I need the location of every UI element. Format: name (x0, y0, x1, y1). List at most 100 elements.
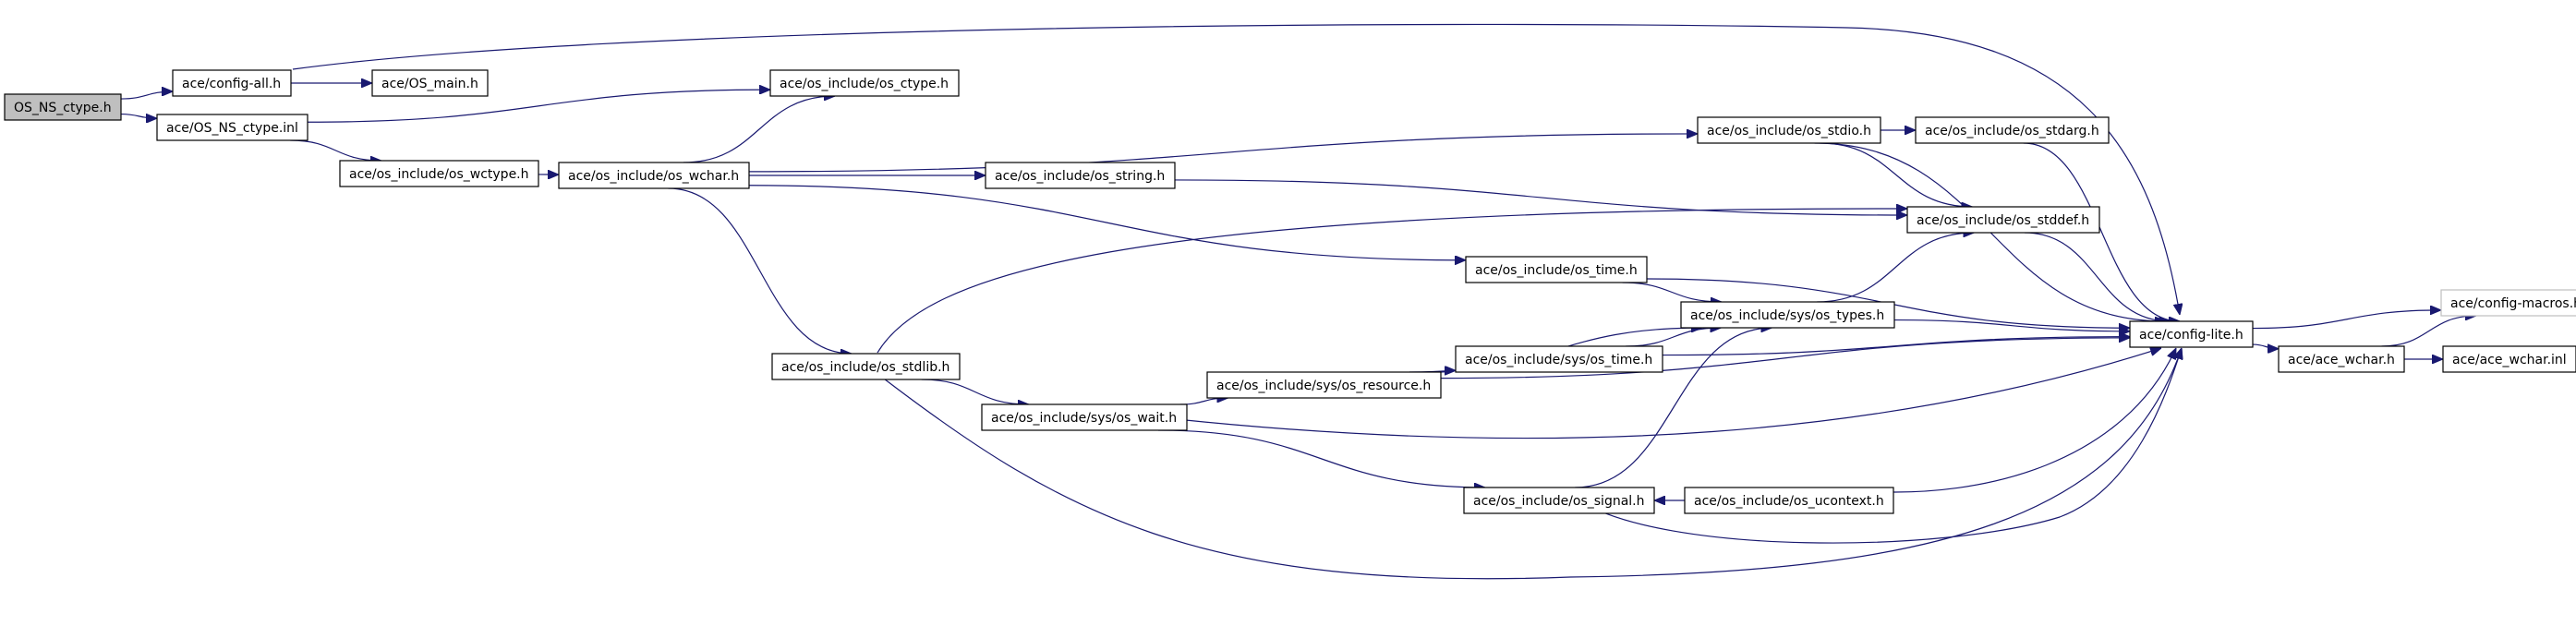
node-box (2278, 345, 2405, 373)
node-ace-os-include-sys-os-wait-h[interactable]: ace/os_include/sys/os_wait.h (981, 403, 1188, 431)
edge-n17-to-n13 (1662, 337, 2130, 356)
node-box (156, 114, 308, 141)
node-label: ace/config-macros.h (2450, 296, 2576, 311)
node-label: ace/os_include/os_stdio.h (1707, 124, 1871, 138)
node-box (1684, 487, 1894, 514)
node-label: ace/os_include/sys/os_time.h (1465, 353, 1652, 367)
edge-n7-to-n10 (1820, 142, 1972, 207)
node-ace-os-include-os-signal-h[interactable]: ace/os_include/os_signal.h (1463, 487, 1655, 514)
edge-n6-to-n7 (748, 134, 1698, 173)
node-ace-config-macros-h[interactable]: ace/config-macros.h (2440, 289, 2576, 317)
node-label: ace/ace_wchar.inl (2452, 353, 2567, 367)
node-ace-os-include-os-stdio-h[interactable]: ace/os_include/os_stdio.h (1697, 116, 1881, 144)
node-label: ace/OS_NS_ctype.inl (166, 121, 298, 136)
node-ace-os-include-sys-os-resource-h[interactable]: ace/os_include/sys/os_resource.h (1206, 371, 1442, 399)
node-ace-os-ns-ctype-inl[interactable]: ace/OS_NS_ctype.inl (156, 114, 308, 141)
node-label: ace/os_include/sys/os_wait.h (991, 411, 1177, 426)
node-label: ace/os_include/os_signal.h (1473, 494, 1645, 509)
edge-n9-to-n10 (1174, 179, 1907, 215)
edge-n20-to-n13 (1158, 348, 2161, 439)
node-ace-os-include-sys-os-types-h[interactable]: ace/os_include/sys/os_types.h (1680, 301, 1895, 329)
edge-n20-to-n21 (1157, 429, 1485, 488)
node-label: ace/os_include/os_ucontext.h (1694, 494, 1884, 509)
node-ace-os-include-os-wchar-h[interactable]: ace/os_include/os_wchar.h (558, 162, 750, 189)
node-label: ace/os_include/os_stddef.h (1917, 213, 2089, 228)
node-label: ace/os_include/sys/os_types.h (1690, 308, 1884, 323)
node-label: OS_NS_ctype.h (14, 101, 112, 115)
node-ace-os-include-os-stdlib-h[interactable]: ace/os_include/os_stdlib.h (771, 353, 961, 380)
edge-n6-to-n18 (668, 187, 852, 354)
edge-n18-to-n10 (877, 209, 1907, 354)
node-box (1463, 487, 1655, 514)
edge-n21-to-n13 (1578, 348, 2182, 544)
edge-n11-to-n12 (1622, 282, 1722, 302)
edge-n22-to-n13 (1865, 348, 2177, 493)
edge-n6-to-n3 (683, 96, 835, 163)
node-ace-os-include-os-time-h[interactable]: ace/os_include/os_time.h (1465, 256, 1648, 283)
edge-n4-to-n5 (290, 139, 381, 161)
node-box (2442, 345, 2576, 373)
node-box (1465, 256, 1648, 283)
node-label: ace/os_include/os_time.h (1475, 263, 1638, 278)
node-ace-os-include-os-stdarg-h[interactable]: ace/os_include/os_stdarg.h (1915, 116, 2110, 144)
node-ace-ace-wchar-inl[interactable]: ace/ace_wchar.inl (2442, 345, 2576, 373)
node-label: ace/OS_main.h (381, 77, 478, 91)
node-ace-os-include-os-ucontext-h[interactable]: ace/os_include/os_ucontext.h (1684, 487, 1894, 514)
node-os-ns-ctype-h[interactable]: OS_NS_ctype.h (4, 93, 122, 121)
node-ace-config-all-h[interactable]: ace/config-all.h (172, 69, 292, 97)
node-box (1206, 371, 1442, 399)
node-box (371, 69, 489, 97)
edge-n18-to-n13 (867, 348, 2182, 580)
node-label: ace/os_include/os_stdarg.h (1925, 124, 2099, 138)
edge-n19-to-n13 (1440, 338, 2130, 379)
nodes-layer: OS_NS_ctype.h ace/config-all.h ace/OS_main… (4, 69, 2576, 514)
node-ace-ace-wchar-h[interactable]: ace/ace_wchar.h (2278, 345, 2405, 373)
edge-n6-to-n11 (748, 185, 1466, 260)
node-ace-os-include-os-wctype-h[interactable]: ace/os_include/os_wctype.h (339, 160, 539, 187)
node-label: ace/os_include/os_wchar.h (568, 169, 739, 184)
edge-n4-to-n3 (307, 90, 770, 123)
edge-n19-to-n17 (1440, 370, 1456, 372)
node-box (558, 162, 750, 189)
node-label: ace/config-all.h (182, 77, 281, 91)
edge-n20-to-n19 (1179, 398, 1228, 405)
node-ace-config-lite-h[interactable]: ace/config-lite.h (2129, 320, 2254, 348)
edge-n0-to-n4 (120, 113, 157, 119)
node-label: ace/config-lite.h (2139, 328, 2243, 343)
node-label: ace/os_include/os_stdlib.h (781, 360, 949, 375)
node-ace-os-include-os-ctype-h[interactable]: ace/os_include/os_ctype.h (769, 69, 960, 97)
edge-n12-to-n10 (1817, 233, 1974, 303)
node-box (2440, 289, 2576, 317)
node-ace-os-main-h[interactable]: ace/OS_main.h (371, 69, 489, 97)
node-ace-os-include-os-stddef-h[interactable]: ace/os_include/os_stddef.h (1906, 206, 2100, 234)
node-label: ace/os_include/os_string.h (995, 169, 1165, 184)
edges-layer (120, 23, 2476, 580)
node-box (1915, 116, 2110, 144)
edge-n12-to-n13 (1893, 319, 2130, 331)
node-ace-os-include-sys-os-time-h[interactable]: ace/os_include/sys/os_time.h (1455, 345, 1663, 373)
node-label: ace/os_include/os_wctype.h (349, 167, 529, 182)
edge-n17-to-n12 (1626, 328, 1721, 347)
edge-n13-to-n15 (2252, 343, 2279, 349)
node-label: ace/os_include/os_ctype.h (780, 77, 949, 91)
edge-n15-to-n14 (2381, 316, 2476, 347)
edge-n10-to-n13 (2024, 232, 2171, 321)
node-box (1697, 116, 1881, 144)
node-box (4, 93, 122, 121)
node-label: ace/ace_wchar.h (2288, 353, 2395, 367)
node-box (771, 353, 961, 380)
edge-n21-to-n12 (1575, 328, 1772, 488)
node-box (1906, 206, 2100, 234)
node-ace-os-include-os-string-h[interactable]: ace/os_include/os_string.h (985, 162, 1176, 189)
edge-n8-to-n13 (2023, 142, 2180, 321)
edge-n0-to-n1 (120, 91, 173, 100)
node-box (985, 162, 1176, 189)
edge-n13-to-n14 (2252, 310, 2441, 330)
node-label: ace/os_include/sys/os_resource.h (1216, 379, 1431, 393)
node-box (172, 69, 292, 97)
node-box (1680, 301, 1895, 329)
node-box (769, 69, 960, 97)
edge-n18-to-n20 (921, 379, 1029, 404)
node-box (2129, 320, 2254, 348)
